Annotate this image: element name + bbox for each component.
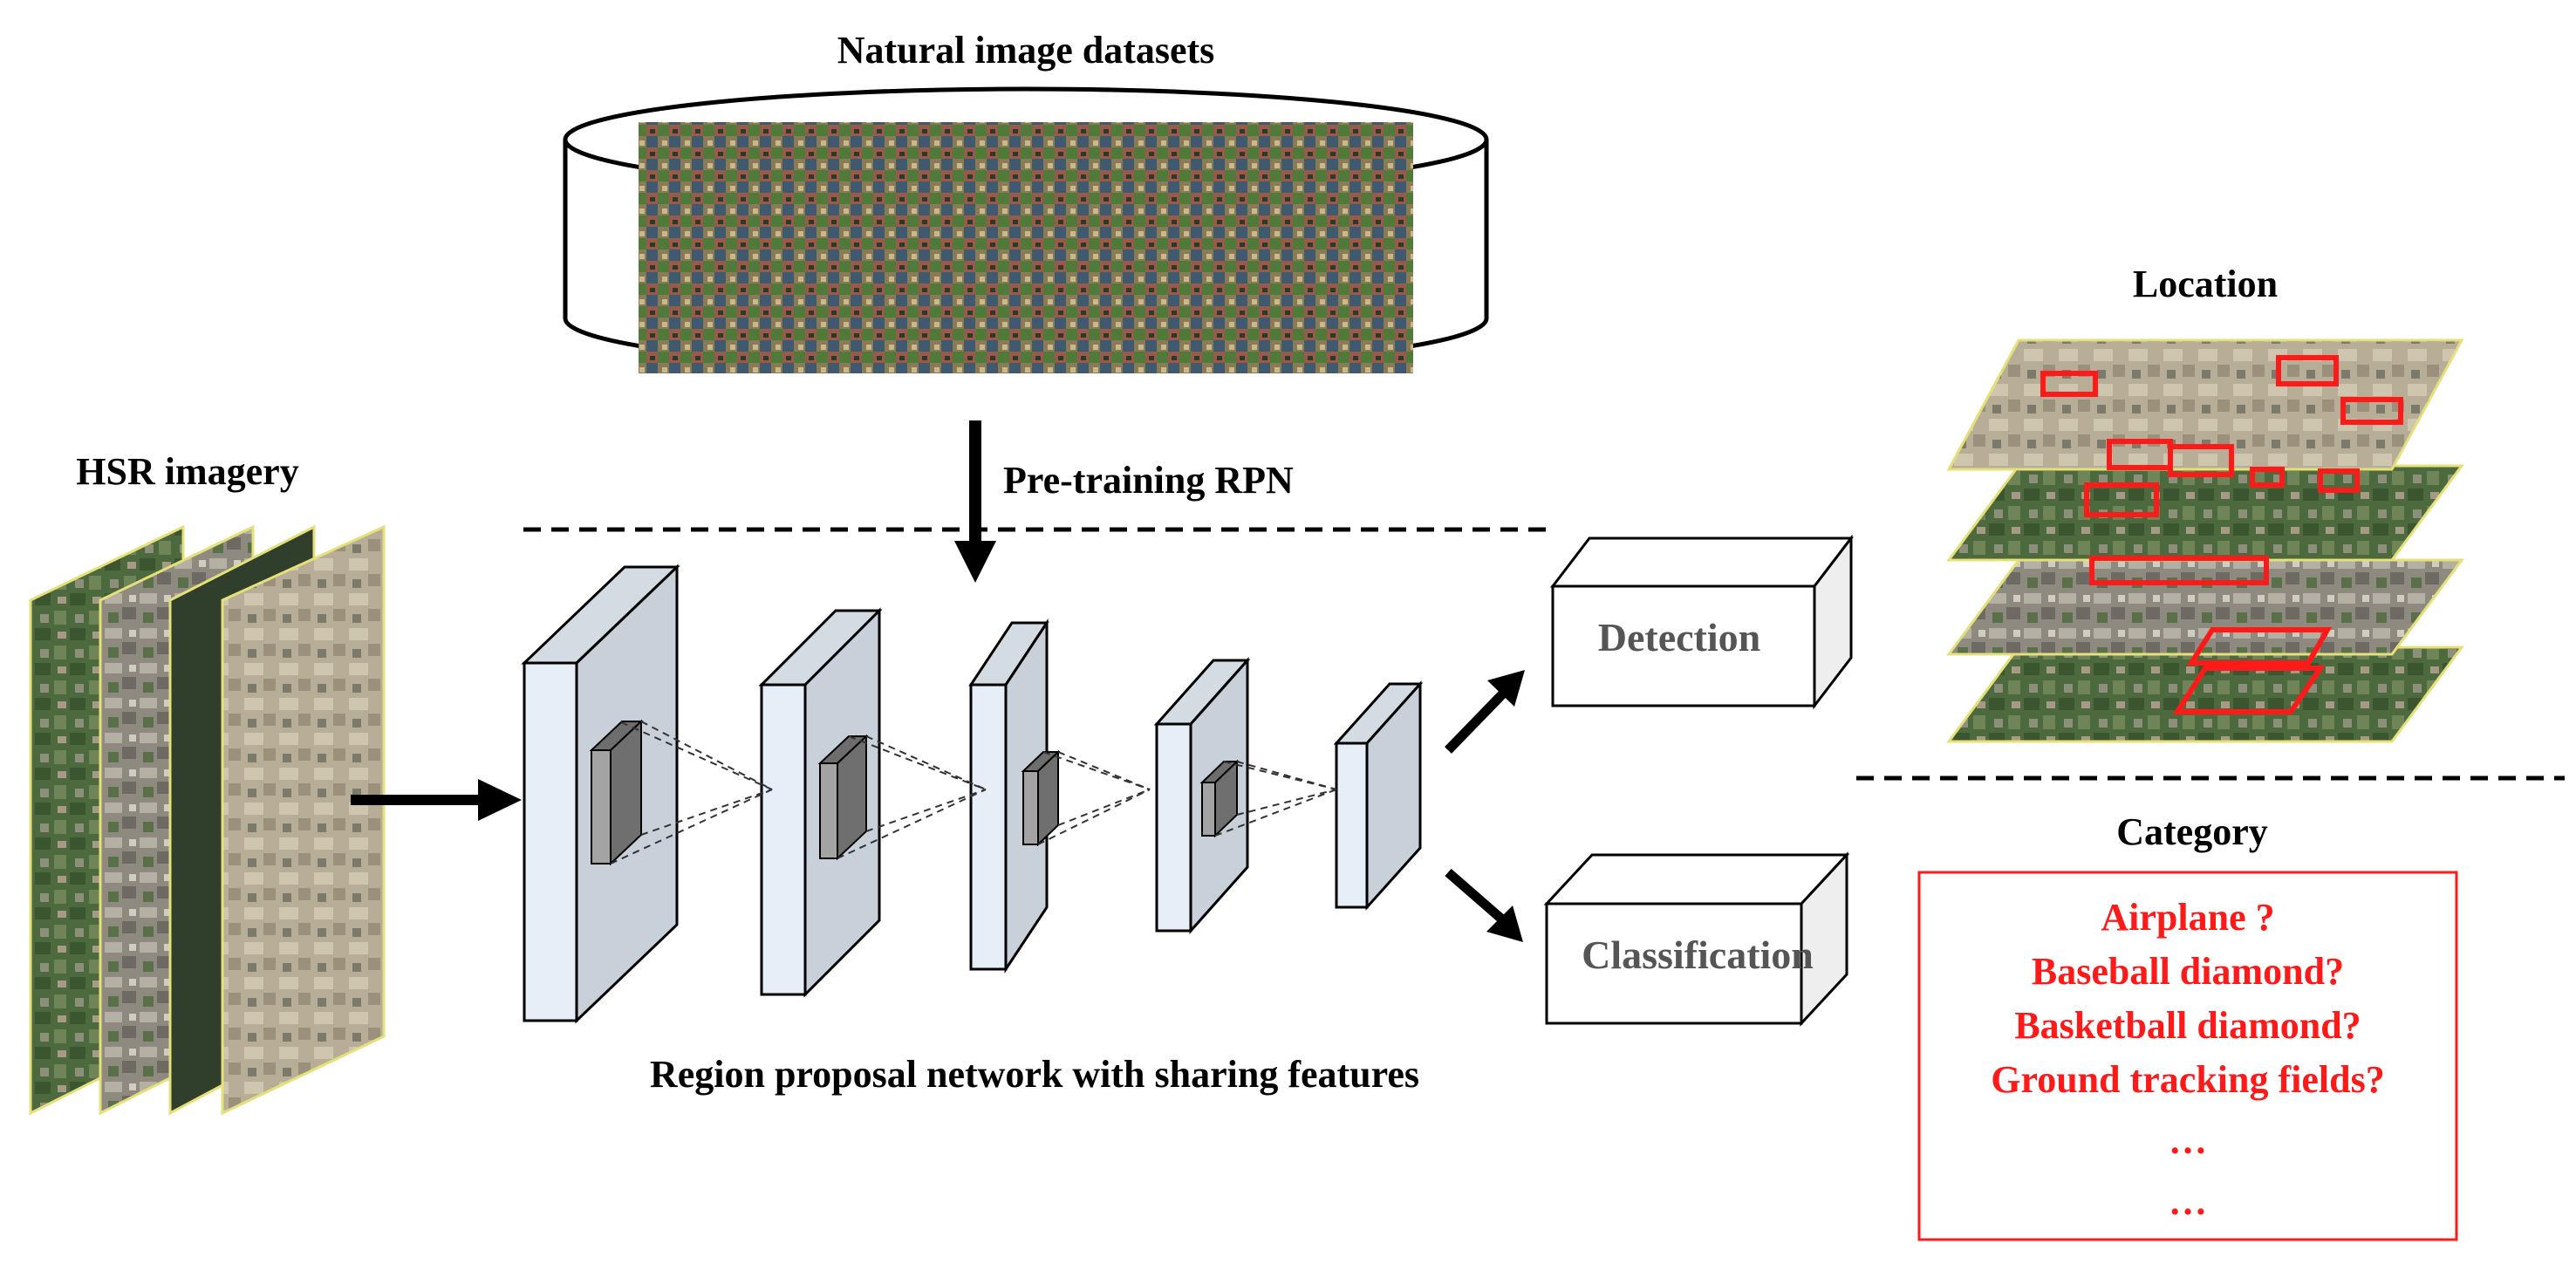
rpn-caption: Region proposal network with sharing fea… bbox=[650, 1053, 1419, 1096]
dataset-cylinder bbox=[563, 86, 1489, 373]
kernel-3 bbox=[1021, 749, 1061, 847]
conv-layer-4 bbox=[1153, 657, 1251, 934]
conv-layer-2 bbox=[758, 607, 883, 998]
location-bounding-boxes bbox=[2040, 355, 2403, 714]
dataset-mosaic bbox=[639, 122, 1413, 373]
category-title: Category bbox=[2116, 810, 2268, 853]
category-box bbox=[1917, 871, 2458, 1241]
pretrain-label: Pre-training RPN bbox=[1003, 459, 1294, 502]
detection-branch-arrow bbox=[1445, 690, 1507, 754]
category-list: Airplane ? Baseball diamond? Basketball … bbox=[1991, 896, 2384, 1223]
projection-lines bbox=[610, 721, 1337, 864]
category-item: Airplane ? bbox=[2101, 896, 2274, 939]
classification-branch-arrow bbox=[1445, 868, 1506, 924]
hsr-title: HSR imagery bbox=[76, 450, 298, 493]
pretrain-arrow-head bbox=[954, 541, 996, 583]
detection-branch-arrow-head bbox=[1487, 670, 1525, 707]
detection-box bbox=[1549, 534, 1855, 710]
detection-label: Detection bbox=[1598, 615, 1760, 659]
kernel-1 bbox=[589, 719, 644, 866]
dataset-title: Natural image datasets bbox=[837, 29, 1215, 72]
conv-layer-5 bbox=[1333, 680, 1424, 911]
location-title: Location bbox=[2133, 263, 2278, 305]
classification-branch-arrow-head bbox=[1486, 905, 1523, 942]
category-item: Basketball diamond? bbox=[2014, 1004, 2361, 1047]
category-item: … bbox=[2169, 1180, 2207, 1223]
classification-box bbox=[1543, 851, 1850, 1027]
category-item: Baseball diamond? bbox=[2032, 950, 2344, 993]
category-item: … bbox=[2169, 1119, 2207, 1162]
hsr-input-arrow-head bbox=[478, 779, 522, 821]
conv-layer-3 bbox=[968, 618, 1061, 974]
category-item: Ground tracking fields? bbox=[1991, 1058, 2384, 1101]
conv-layer-1 bbox=[521, 564, 680, 1024]
rpn-layers bbox=[521, 564, 1424, 1024]
hsr-image-stack bbox=[29, 524, 386, 1116]
classification-label: Classification bbox=[1582, 933, 1814, 977]
